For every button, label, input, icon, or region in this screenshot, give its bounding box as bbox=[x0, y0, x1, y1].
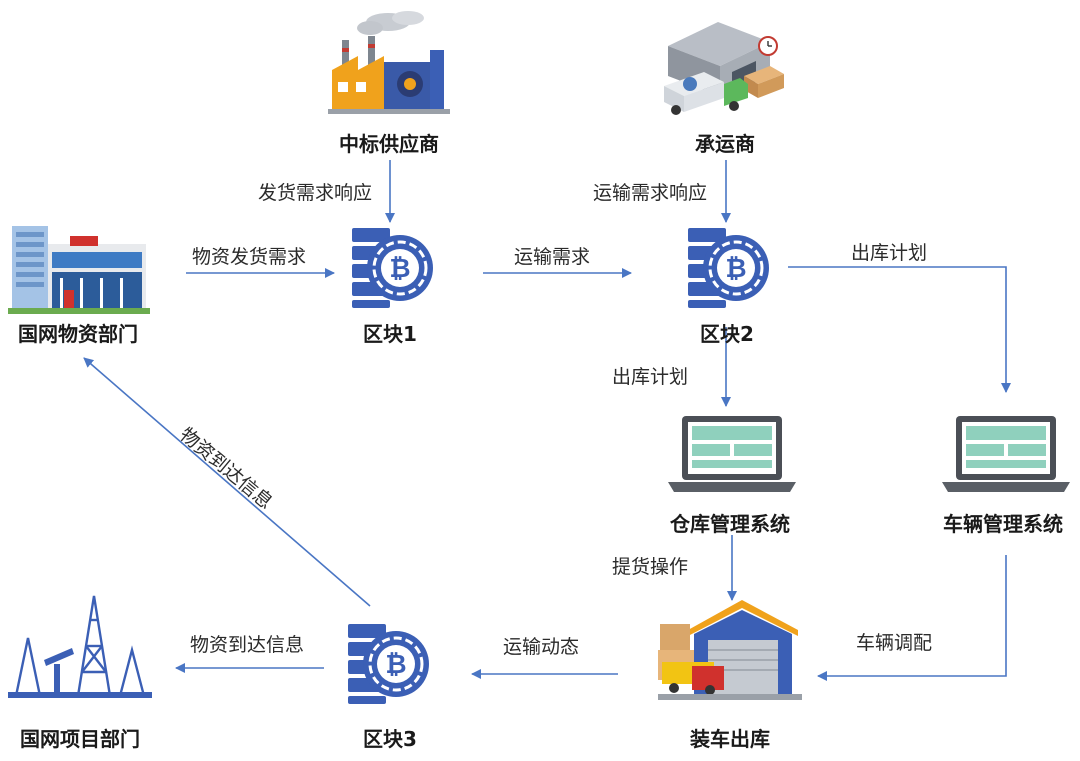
node-label-warehouse-system: 仓库管理系统 bbox=[670, 512, 790, 536]
arrow-block3-dept bbox=[83, 357, 371, 607]
arrow-block2-vehicle bbox=[788, 266, 1011, 393]
factory-icon bbox=[328, 11, 450, 114]
office-building-icon bbox=[8, 226, 150, 314]
node-label-carrier: 承运商 bbox=[695, 132, 755, 156]
carrier-truck-icon bbox=[664, 22, 784, 115]
svg-text:₿: ₿ bbox=[725, 254, 746, 284]
node-label-block1: 区块1 bbox=[363, 322, 417, 346]
node-label-project-dept: 国网项目部门 bbox=[20, 727, 140, 751]
blockchain-block-icon-2: ₿ bbox=[688, 228, 769, 308]
edge-label-carrier-block2: 运输需求响应 bbox=[593, 182, 708, 204]
node-label-materials-dept: 国网物资部门 bbox=[18, 322, 138, 346]
edge-label-vehicle-loading: 车辆调配 bbox=[856, 632, 933, 654]
arrow-vehicle-loading bbox=[817, 555, 1007, 681]
node-label-supplier: 中标供应商 bbox=[339, 132, 439, 156]
node-label-loading: 装车出库 bbox=[690, 727, 770, 751]
edge-label-block2-warehouse: 出库计划 bbox=[612, 366, 689, 388]
edge-label-supplier-block1: 发货需求响应 bbox=[258, 182, 373, 204]
blockchain-block-icon-1: ₿ bbox=[352, 228, 433, 308]
warehouse-system-laptop-icon bbox=[668, 416, 796, 492]
blockchain-block-icon-3: ₿ bbox=[348, 624, 429, 704]
edge-label-loading-block3: 运输动态 bbox=[503, 636, 580, 658]
vehicle-system-laptop-icon bbox=[942, 416, 1070, 492]
edge-label-dept-block1: 物资发货需求 bbox=[192, 246, 307, 268]
node-label-block3: 区块3 bbox=[363, 727, 417, 751]
oil-rig-icon bbox=[8, 595, 152, 698]
svg-text:₿: ₿ bbox=[385, 650, 406, 680]
node-label-block2: 区块2 bbox=[700, 322, 754, 346]
node-label-vehicle-system: 车辆管理系统 bbox=[943, 512, 1063, 536]
edge-label-block3-project: 物资到达信息 bbox=[190, 634, 305, 656]
edge-label-block1-block2: 运输需求 bbox=[514, 246, 591, 268]
loading-dock-icon bbox=[658, 600, 802, 700]
edge-label-block2-vehicle: 出库计划 bbox=[851, 242, 928, 264]
edge-label-warehouse-loading: 提货操作 bbox=[612, 556, 689, 578]
svg-text:₿: ₿ bbox=[389, 254, 410, 284]
